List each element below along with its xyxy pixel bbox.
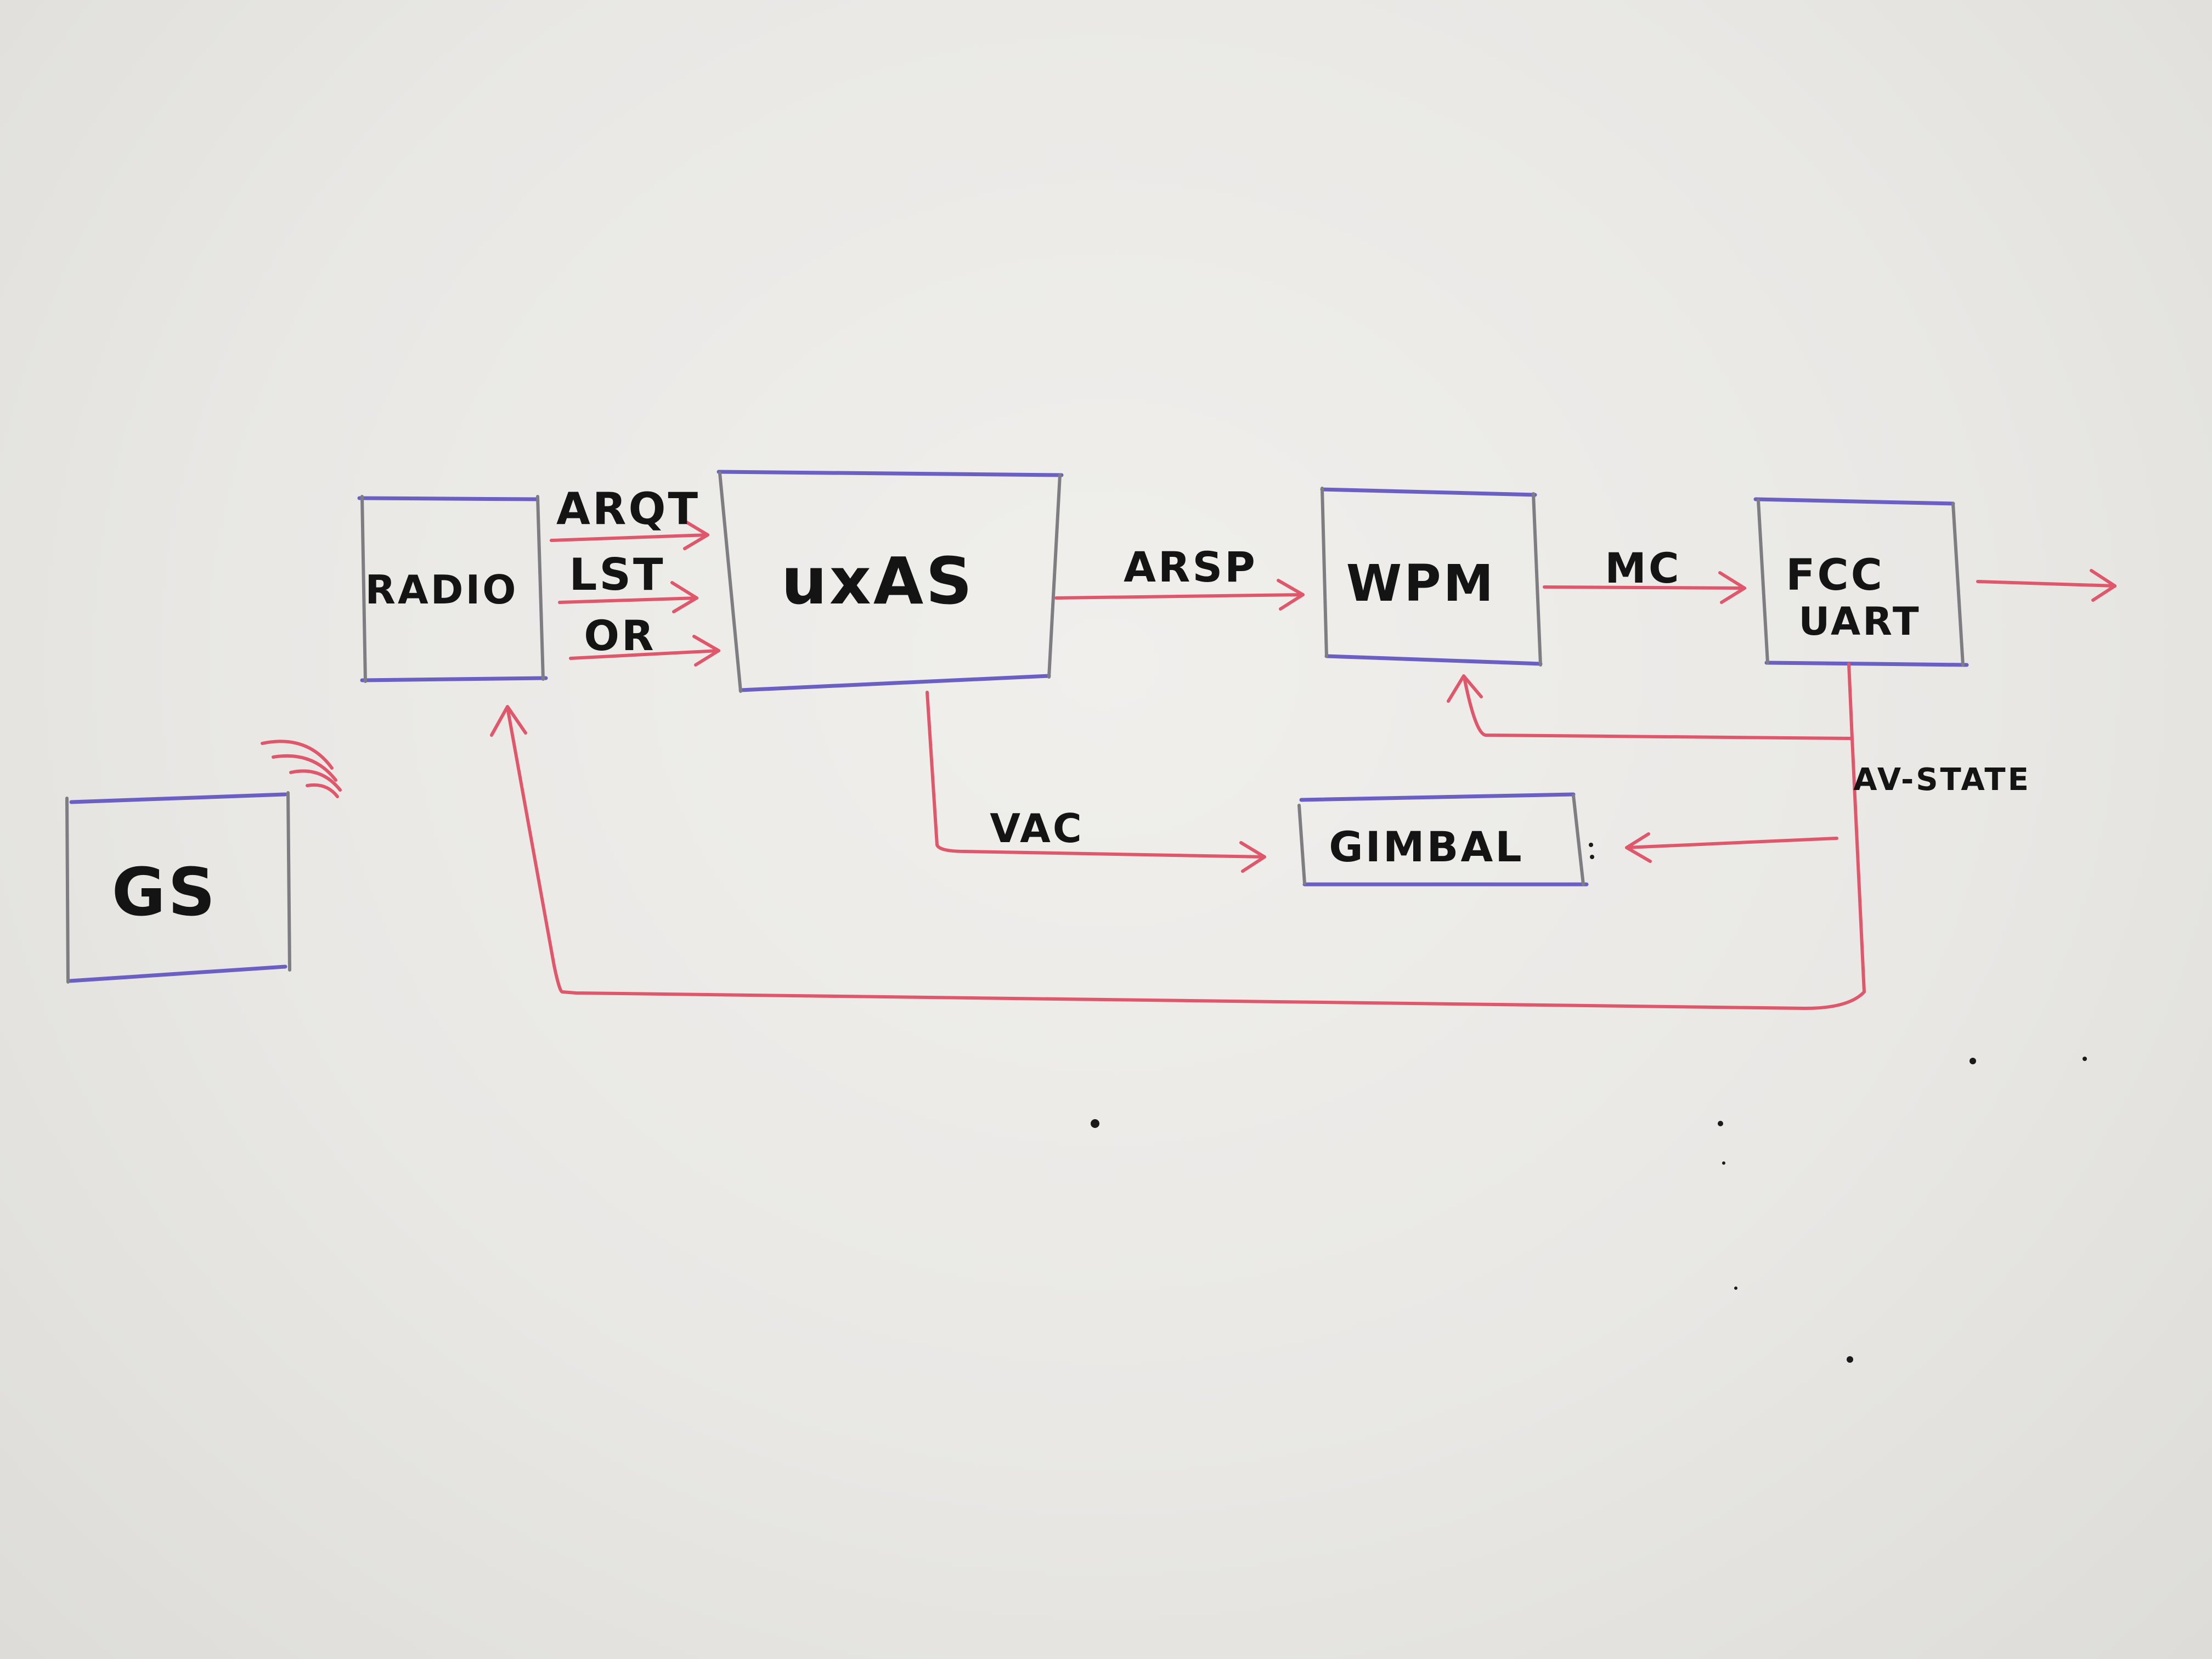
edge-label-arqt: ARQT [556,483,700,534]
node-uxas [716,470,1064,693]
arrow-fcc-wpm [1447,662,1854,740]
arrow-fcc-gimbal [1625,832,1838,863]
arrow-fcc-radio [490,705,1866,1010]
arrow-fcc-out [1976,569,2117,602]
arrow-radio-uxas-1 [550,518,709,550]
node-uxas-label: uxAS [781,543,974,619]
arrow-radio-uxas-2 [558,581,698,613]
edge-label-arsp: ARSP [1124,543,1257,591]
node-fcc-label: FCC [1786,551,1884,600]
edge-label-av-state: AV-STATE [1853,762,2031,798]
wireless-signal-icon [261,740,342,798]
node-radio-label: RADIO [365,567,518,613]
node-gimbal [1297,792,1589,887]
node-uart-label: UART [1798,599,1921,644]
pencil-dots [1091,843,2087,1363]
edge-label-mc: MC [1605,544,1681,592]
edge-label-vac: VAC [990,805,1084,851]
node-gs [65,791,291,984]
edge-label-lst: LST [569,549,665,600]
node-gimbal-label: GIMBAL [1329,822,1523,871]
node-fcc-uart [1753,497,1969,667]
arrow-uxas-wpm [1054,579,1305,611]
node-gs-label: GS [112,855,218,931]
arrow-uxas-gimbal [926,691,1266,873]
edge-label-or: OR [584,611,656,660]
node-radio [357,495,548,683]
arrow-wpm-fcc [1543,571,1746,604]
node-wpm [1320,487,1543,667]
node-wpm-label: WPM [1346,554,1496,613]
arrow-radio-uxas-3 [569,635,720,667]
